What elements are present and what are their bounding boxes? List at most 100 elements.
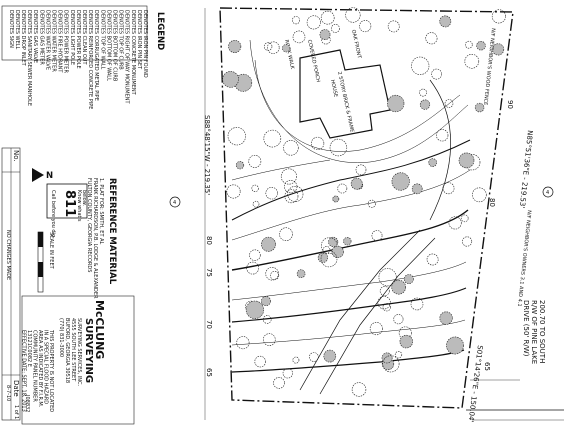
tree-icon (270, 271, 280, 281)
tree-icon (464, 53, 480, 69)
tree-icon (399, 334, 413, 349)
tree-icon (431, 68, 442, 80)
owner-label-1: N/F NEIGHBOR'S WOOD FENCE (482, 28, 496, 106)
tree-icon (425, 32, 438, 45)
tree-icon (382, 303, 391, 312)
tree-icon (444, 99, 454, 108)
tree-icon (323, 349, 337, 363)
flood-note-line: COMMUNITY PANEL NUMBER (32, 330, 38, 402)
tree-icon (448, 216, 462, 230)
legend-item: DENOTES CLEAN OUT (81, 10, 87, 65)
tree-icon (351, 382, 367, 397)
rev-row-text: NO CHANGES MADE (5, 230, 11, 280)
driveway (299, 79, 451, 395)
company-line-4: (770) 831-3000 (58, 318, 64, 357)
call-811-badge: 811 Know what's below. Call before you d… (46, 183, 88, 239)
tree-icon (228, 39, 242, 53)
road-line-2: R/W OF PINE LAKE (530, 300, 538, 364)
flood-note-line: 13121C0082 E (26, 330, 32, 367)
tree-icon (254, 355, 266, 368)
tree-icon (273, 377, 285, 389)
badge-line1: Know what's (76, 190, 82, 222)
reference-line-3: FULTON COUNTY, GEORGIA RECORDS (86, 178, 92, 272)
north-arrow-icon (32, 168, 44, 182)
contour-label-65a: 65 (205, 368, 213, 377)
tree-icon (419, 99, 431, 110)
house-outline (299, 49, 391, 139)
tree-icon (367, 199, 376, 208)
legend-item: DENOTES BOTTOM OF CURB (112, 10, 118, 82)
contour-label-75: 75 (205, 268, 213, 277)
company-line-1: SURVEYING SERVICES, INC. (76, 318, 82, 386)
tree-icon (471, 187, 487, 203)
page-number: 1 of 1 (13, 405, 19, 419)
flood-note-line: THIS PROPERTY IS NOT LOCATED (48, 329, 54, 412)
tree-icon (227, 127, 246, 146)
tree-icon (474, 102, 485, 113)
tree-icon (442, 182, 455, 195)
tree-icon (319, 29, 331, 40)
tree-icon (280, 168, 297, 185)
spot-marker-1: 4 (169, 196, 181, 208)
tree-icon (262, 315, 272, 324)
contour-label-80b: 80 (488, 198, 496, 207)
tree-icon (403, 274, 414, 284)
tree-icon (309, 352, 319, 362)
badge-line3: Call before you dig. (50, 190, 56, 239)
badge-line2: below. (81, 190, 87, 206)
tree-icon (282, 44, 291, 53)
tree-symbols (222, 7, 506, 397)
company-line-2: 4555 SOUTH LEE STREET (70, 318, 76, 382)
tree-icon (460, 214, 469, 223)
north-arrow: N (32, 168, 53, 182)
tree-icon (369, 322, 383, 336)
tree-icon (261, 236, 276, 252)
tree-icon (317, 252, 329, 263)
north-label: N (46, 171, 53, 181)
tree-icon (387, 94, 405, 113)
legend-item: DENOTES LIGHT POLE (69, 10, 75, 65)
tree-icon (446, 336, 464, 355)
tree-icon (265, 267, 279, 281)
owner-label-2: N/F NEIGHBOR'S OWNERS 3.1 AND 4.1 (516, 210, 532, 307)
contour-label-80a: 80 (205, 236, 213, 245)
road-line-3: DRIVE (50' R/W) (522, 300, 530, 357)
company-name: SURVEYING (83, 318, 94, 383)
spot-label-2: 4 (546, 190, 549, 196)
tree-icon (391, 279, 407, 295)
company-block: McCLUNG SURVEYING SURVEYING SERVICES, IN… (13, 295, 135, 425)
tree-icon (464, 154, 481, 171)
tree-icon (387, 20, 400, 33)
legend-item: DENOTES REINFORCED CONCRETE PIPE (87, 10, 93, 109)
tree-icon (410, 297, 424, 311)
road: 200.70 TO SOUTH R/W OF PINE LAKE DRIVE (… (466, 300, 564, 421)
spot-marker-2: 4 (542, 186, 554, 198)
tree-icon (292, 30, 306, 44)
tree-icon (261, 296, 271, 306)
tree-icon (287, 186, 304, 203)
tree-icon (381, 352, 393, 364)
badge-number: 811 (62, 190, 77, 217)
tree-icon (296, 269, 306, 279)
tree-icon (320, 237, 338, 254)
tree-icon (251, 184, 259, 192)
flood-note-line: EFFECTIVE DATE: SEPT. 18, 2013 (21, 330, 27, 412)
tree-icon (263, 42, 273, 51)
tree-icon (252, 200, 260, 208)
legend-item: DENOTES FIRE HYDRANT (57, 10, 63, 73)
tree-icon (291, 16, 300, 25)
legend-item: DENOTES CONCRETE MONUMENT (130, 10, 136, 96)
tree-icon (458, 152, 475, 169)
legend-item: DENOTES TOP OF WALL (99, 10, 105, 70)
tree-icon (379, 286, 390, 296)
tree-icon (439, 311, 453, 325)
tree-icon (428, 158, 438, 167)
legend-item: DENOTES GAS METER (38, 10, 44, 65)
tree-icon (426, 253, 439, 266)
legend-item: DENOTES CORRUGATED METAL PIPE (93, 10, 99, 101)
tree-icon (382, 355, 400, 373)
tree-icon (411, 183, 423, 195)
reference-line-1: 1. PLAT FOR: SMITH, ET AL (98, 178, 104, 245)
